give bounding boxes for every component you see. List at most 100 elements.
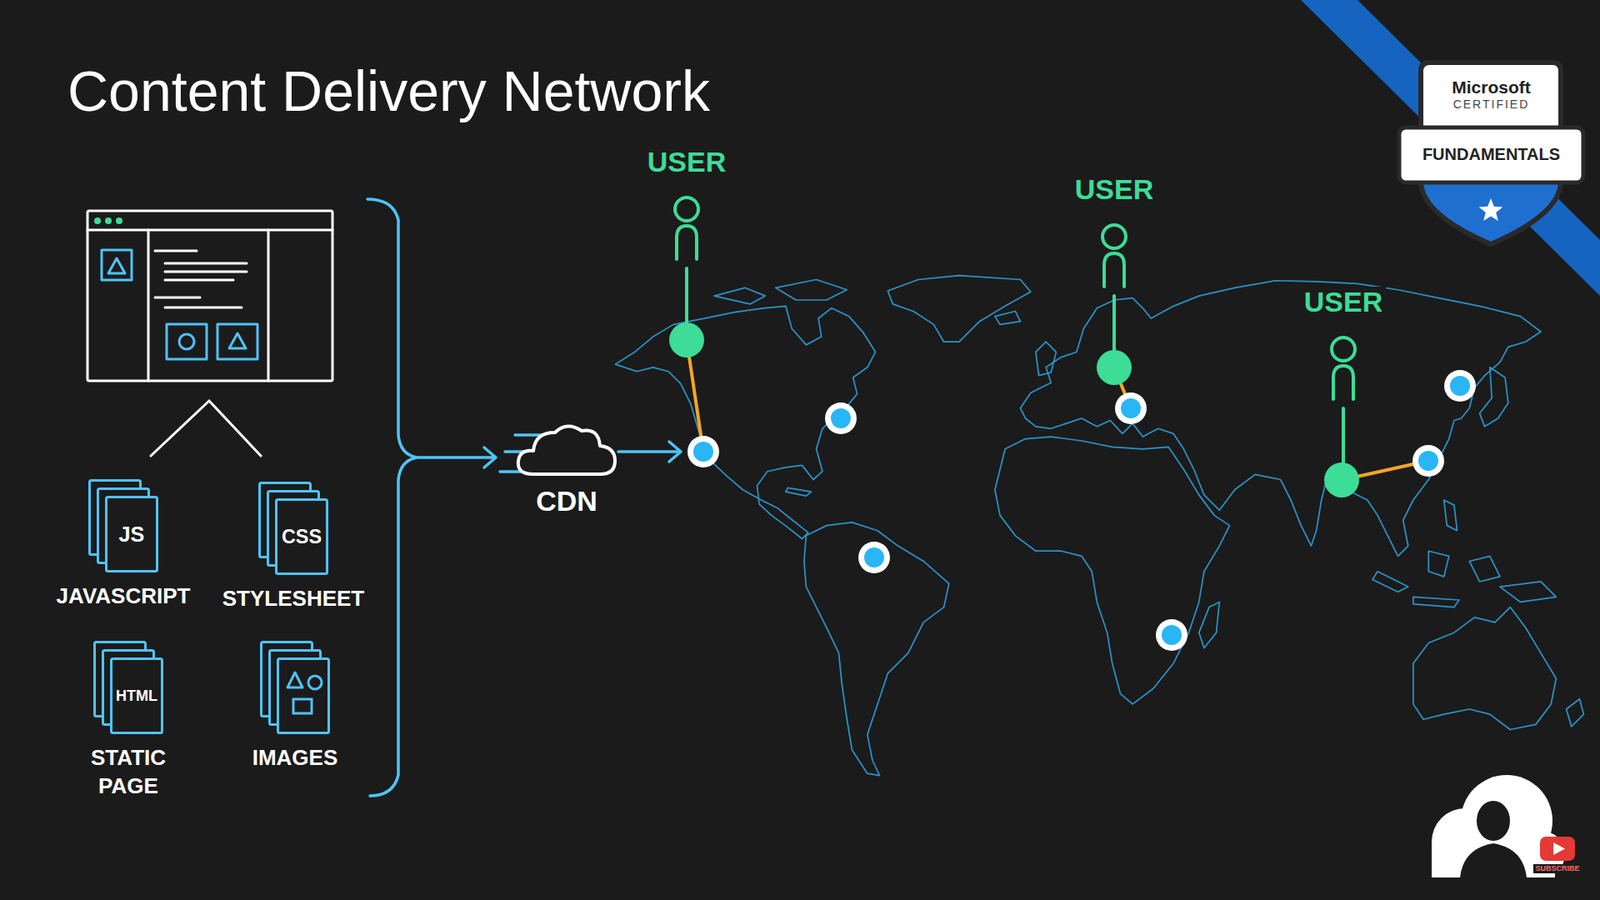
file-type-text: HTML xyxy=(110,657,164,735)
window-dots xyxy=(94,217,123,225)
sidebar-line xyxy=(147,230,150,381)
sidebar-glyph xyxy=(108,258,125,274)
cloud-label: CDN xyxy=(508,485,625,517)
page-outline xyxy=(278,659,330,734)
user-figure: USER xyxy=(1293,286,1394,401)
dot-ring xyxy=(1155,619,1188,651)
arctic-island xyxy=(714,287,765,305)
file-icon: IMAGES xyxy=(212,640,378,773)
edge-server-dot xyxy=(1155,619,1188,651)
user-line xyxy=(1341,408,1345,464)
file-stack-icon: JS xyxy=(88,479,159,573)
britain xyxy=(1035,341,1056,375)
window-bar xyxy=(87,229,333,232)
window-dot xyxy=(94,217,101,225)
sidebar-icon xyxy=(101,250,132,280)
text-line xyxy=(155,250,197,253)
avatar-shoulders xyxy=(1460,843,1527,878)
arrow-head xyxy=(484,447,496,468)
edge-servers xyxy=(669,322,1476,651)
file-caption: STYLESHEET xyxy=(210,585,376,614)
person-head xyxy=(675,197,699,221)
person-body xyxy=(1104,253,1125,287)
play-symbol xyxy=(1553,842,1565,855)
user-location-dot xyxy=(1324,462,1360,498)
philippines xyxy=(1444,500,1458,531)
caret-lines xyxy=(150,400,261,456)
curly-bracket xyxy=(367,199,417,796)
badge-subtitle: CERTIFIED xyxy=(1395,98,1587,111)
dot-ring xyxy=(825,402,857,435)
window-frame xyxy=(87,210,333,381)
user-figure: USER xyxy=(636,146,737,261)
edge-server-dot xyxy=(1412,445,1445,477)
file-stack-icon: CSS xyxy=(258,481,329,575)
dot-core xyxy=(864,547,885,568)
browser-window xyxy=(87,210,333,456)
badge-level: FUNDAMENTALS xyxy=(1395,145,1587,164)
person-icon xyxy=(1089,205,1140,289)
corner-stripe xyxy=(1300,0,1600,296)
world-map xyxy=(615,275,1584,776)
dot-core xyxy=(1120,398,1141,419)
sidebar-line xyxy=(267,230,270,381)
dot-core xyxy=(1161,625,1182,645)
africa xyxy=(995,436,1230,705)
file-stack-icon xyxy=(260,640,330,735)
bracket-and-arrows xyxy=(367,199,681,796)
user-links xyxy=(686,268,1429,480)
dot-ring xyxy=(687,435,720,468)
new-zealand xyxy=(1566,699,1585,727)
certification-badge: MicrosoftCERTIFIED FUNDAMENTALS xyxy=(1395,55,1587,250)
user-location-dot xyxy=(1096,350,1132,385)
user-label: USER xyxy=(644,146,730,178)
user-label: USER xyxy=(1071,174,1157,205)
edge-server-dot xyxy=(1444,370,1476,402)
text-line xyxy=(155,296,200,300)
dot-core xyxy=(1450,375,1470,396)
person-body xyxy=(676,225,697,260)
file-type-text: JS xyxy=(105,495,159,573)
eurasia xyxy=(1020,280,1540,557)
avatar-head xyxy=(1476,800,1510,841)
dot-core xyxy=(693,441,714,462)
person-head xyxy=(1331,337,1355,361)
person-body xyxy=(1333,365,1354,400)
cloud-outline xyxy=(518,425,615,475)
file-type-text: CSS xyxy=(275,498,329,575)
tile-triangle xyxy=(229,333,246,349)
south-america xyxy=(804,522,950,776)
badge-star xyxy=(1479,198,1504,221)
text-line xyxy=(165,270,247,274)
cloud-shape xyxy=(508,420,625,480)
person-icon xyxy=(661,177,712,261)
user-line xyxy=(685,268,689,324)
north-america xyxy=(615,305,875,539)
tile-circle xyxy=(179,334,195,350)
island xyxy=(1372,571,1409,592)
madagascar xyxy=(1199,601,1220,648)
dot-core xyxy=(1418,450,1439,471)
user-label: USER xyxy=(1300,286,1386,318)
window-content xyxy=(101,250,258,360)
text-line xyxy=(165,262,247,265)
arctic-island xyxy=(775,280,848,300)
file-stack-icon: HTML xyxy=(93,640,164,735)
user-line xyxy=(1112,295,1116,351)
text-line xyxy=(165,306,242,310)
text-line xyxy=(165,279,234,282)
island xyxy=(1469,555,1500,582)
subscribe-text: SUBSCRIBE xyxy=(1533,864,1581,874)
edge-server-dot xyxy=(1115,392,1147,425)
page-stack xyxy=(260,640,330,735)
badge-brand: Microsoft xyxy=(1395,77,1587,97)
subscribe-button xyxy=(1540,836,1575,861)
dot-ring xyxy=(1444,370,1476,402)
edge-server-dot xyxy=(825,402,857,435)
arrow-head xyxy=(669,441,681,462)
file-caption: JAVASCRIPT xyxy=(40,582,206,611)
arrow-line xyxy=(416,455,495,460)
file-icon: JS JAVASCRIPT xyxy=(40,479,206,611)
greenland xyxy=(887,275,1030,343)
